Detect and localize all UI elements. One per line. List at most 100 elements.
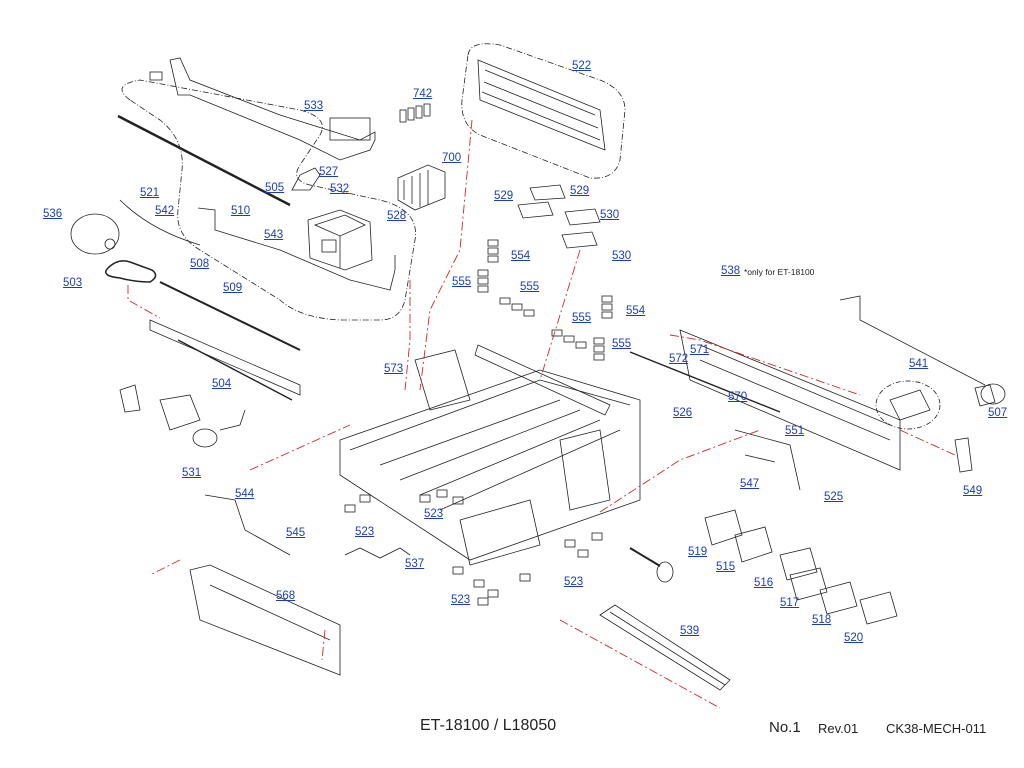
part-label-545[interactable]: 545 — [286, 527, 306, 539]
part-label-528[interactable]: 528 — [387, 210, 407, 222]
part-label-520[interactable]: 520 — [844, 632, 864, 644]
part-533-block — [329, 117, 371, 141]
part-label-554a[interactable]: 554 — [511, 250, 531, 262]
part-507-motor — [839, 295, 1006, 407]
part-label-523c[interactable]: 523 — [564, 576, 584, 588]
part-carriage — [307, 209, 373, 271]
part-label-539[interactable]: 539 — [680, 625, 700, 637]
leader-line-11 — [669, 334, 861, 396]
part-label-509[interactable]: 509 — [223, 282, 243, 294]
sheet-number: No.1 — [769, 719, 801, 736]
part-label-517[interactable]: 517 — [780, 597, 800, 609]
part-label-536[interactable]: 536 — [43, 208, 63, 220]
part-533-rail — [169, 57, 376, 161]
part-549-bracket — [954, 437, 973, 473]
part-526-rod — [629, 351, 781, 413]
part-label-572[interactable]: 572 — [669, 353, 689, 365]
revision: Rev.01 — [818, 721, 859, 736]
part-label-507[interactable]: 507 — [988, 407, 1008, 419]
part-505-cable — [291, 167, 321, 191]
part-510-shaft — [117, 114, 291, 207]
part-label-568[interactable]: 568 — [276, 590, 296, 602]
part-label-555b[interactable]: 555 — [520, 281, 540, 293]
part-label-504[interactable]: 504 — [212, 378, 232, 390]
part-label-570[interactable]: 570 — [728, 391, 748, 403]
part-543-cable — [197, 207, 396, 291]
part-508-cable — [119, 199, 201, 246]
part-label-542[interactable]: 542 — [155, 205, 175, 217]
part-536-pulley — [70, 213, 120, 255]
part-label-521[interactable]: 521 — [140, 187, 160, 199]
part-509-shaft — [159, 281, 301, 351]
part-label-510[interactable]: 510 — [231, 205, 251, 217]
part-label-547[interactable]: 547 — [740, 478, 760, 490]
part-label-554b[interactable]: 554 — [626, 305, 646, 317]
leader-line-4 — [539, 249, 581, 381]
leader-line-8 — [599, 429, 761, 513]
part-503-belt — [105, 260, 157, 283]
group-outline-522 — [461, 43, 626, 179]
part-label-544[interactable]: 544 — [235, 488, 255, 500]
drawing-code: CK38-MECH-011 — [886, 721, 987, 736]
part-547-cable — [734, 429, 801, 491]
part-tray-levers — [704, 509, 898, 625]
part-label-518[interactable]: 518 — [812, 614, 832, 626]
part-label-523b[interactable]: 523 — [424, 508, 444, 520]
leader-line-6 — [149, 559, 181, 576]
part-label-530a[interactable]: 530 — [600, 209, 620, 221]
part-label-531[interactable]: 531 — [182, 467, 202, 479]
part-554-555-stacks — [477, 239, 613, 361]
part-label-543[interactable]: 543 — [264, 229, 284, 241]
part-label-525[interactable]: 525 — [824, 491, 844, 503]
part-label-530b[interactable]: 530 — [612, 250, 632, 262]
part-label-523a[interactable]: 523 — [355, 526, 375, 538]
part-lower-tray — [189, 564, 341, 676]
part-label-532[interactable]: 532 — [330, 183, 350, 195]
part-537-cable — [344, 547, 411, 559]
part-gear — [656, 561, 674, 583]
part-label-571[interactable]: 571 — [690, 344, 710, 356]
part-label-742[interactable]: 742 — [413, 88, 433, 100]
part-label-523d[interactable]: 523 — [451, 594, 471, 606]
part-right-frame — [679, 329, 901, 471]
part-feeder-strip — [474, 344, 611, 416]
leader-line-7 — [321, 629, 326, 661]
part-label-555c[interactable]: 555 — [572, 312, 592, 324]
part-label-541[interactable]: 541 — [909, 358, 929, 370]
leader-line-1 — [127, 285, 161, 319]
part-label-533[interactable]: 533 — [304, 100, 324, 112]
part-700-holder — [397, 164, 446, 211]
part-label-505[interactable]: 505 — [265, 182, 285, 194]
part-label-515[interactable]: 515 — [716, 561, 736, 573]
part-label-538[interactable]: 538 — [721, 265, 741, 277]
part-label-700[interactable]: 700 — [442, 152, 462, 164]
leader-line-5 — [249, 424, 351, 471]
part-label-555d[interactable]: 555 — [612, 338, 632, 350]
group-outline-541 — [875, 380, 941, 430]
part-label-522[interactable]: 522 — [572, 60, 592, 72]
part-label-529a[interactable]: 529 — [494, 190, 514, 202]
part-label-537[interactable]: 537 — [405, 558, 425, 570]
part-531-motor — [119, 384, 246, 448]
part-523-pads — [344, 489, 603, 606]
part-label-573[interactable]: 573 — [384, 363, 404, 375]
leader-line-9 — [559, 619, 721, 709]
note-only-et18100: *only for ET-18100 — [744, 267, 815, 277]
part-504-roller — [149, 319, 301, 396]
part-label-508[interactable]: 508 — [190, 258, 210, 270]
part-label-526[interactable]: 526 — [673, 407, 693, 419]
group-outline-left — [121, 79, 416, 321]
part-label-529b[interactable]: 529 — [570, 185, 590, 197]
part-label-549[interactable]: 549 — [963, 485, 983, 497]
part-label-527[interactable]: 527 — [319, 166, 339, 178]
part-544-cable — [204, 494, 291, 556]
part-label-551[interactable]: 551 — [785, 425, 805, 437]
part-label-516[interactable]: 516 — [754, 577, 774, 589]
part-label-503[interactable]: 503 — [63, 277, 83, 289]
part-742-chips — [399, 103, 431, 123]
part-label-519[interactable]: 519 — [688, 546, 708, 558]
part-label-555a[interactable]: 555 — [452, 276, 472, 288]
leader-line-2 — [404, 280, 411, 391]
